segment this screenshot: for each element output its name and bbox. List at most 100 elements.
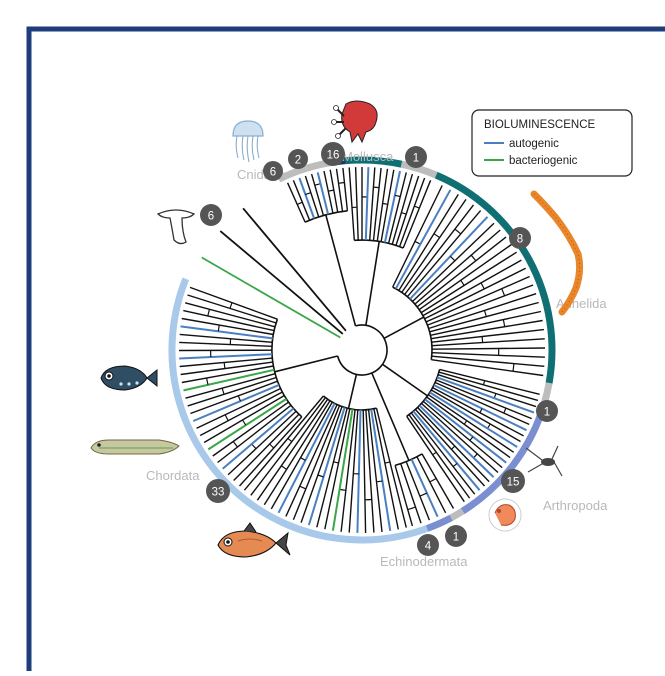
leaf-branch (301, 407, 342, 523)
leaf-branch (325, 409, 350, 529)
leaf-branch (179, 342, 272, 346)
badge-mollusca: 16 (321, 142, 345, 166)
legend-label-bacteriogenic: bacteriogenic (509, 155, 578, 167)
node-arc (485, 310, 487, 316)
leaf-branch (318, 172, 328, 214)
badge-ctenophore: 6 (200, 204, 222, 226)
shrimp-icon (489, 499, 521, 531)
node-arc (461, 280, 464, 285)
phylogenetic-tree (179, 167, 545, 533)
node-arc (318, 475, 324, 477)
node-arc (339, 183, 345, 184)
badge-chordata: 33 (206, 479, 230, 503)
node-arc (305, 193, 311, 195)
leaf-branch (179, 354, 272, 358)
leaf-branch (377, 169, 387, 241)
clade-label-arthropoda: Arthropoda (543, 498, 608, 513)
leaf-branch (337, 169, 343, 212)
leaf-branch (396, 176, 419, 245)
node-arc (471, 255, 476, 261)
node-arc (243, 420, 246, 425)
arc-echinodermata (427, 518, 451, 529)
leaf-branch (343, 168, 348, 211)
node-arc (433, 452, 437, 455)
node-arc (408, 507, 416, 510)
badge-echinodermata: 4 (417, 534, 439, 556)
node-arc (270, 444, 274, 448)
stem-branch (384, 317, 424, 338)
badge-top-gray: 1 (405, 146, 427, 168)
basal-branch (220, 231, 342, 334)
badge-ctenophore-count: 6 (208, 211, 214, 223)
node-arc (334, 462, 339, 463)
node-arc (480, 409, 482, 413)
stem-branch (383, 364, 428, 396)
node-arc (383, 204, 388, 205)
badge-arthropoda-count: 15 (507, 477, 520, 489)
leaf-branch (432, 356, 545, 366)
leaf-branch (430, 303, 539, 332)
badge-small-dark: 2 (288, 149, 308, 169)
node-arc (502, 289, 505, 296)
leaf-branch (188, 295, 277, 323)
badge-bottom-gray: 1 (445, 525, 467, 547)
leaf-branch (312, 174, 324, 215)
badge-annelida-count: 8 (517, 234, 523, 246)
leaf-branch (429, 294, 536, 329)
node-arc (225, 415, 228, 421)
leaf-branch (180, 358, 273, 366)
leaf-branch (420, 406, 494, 478)
leaf-branch (436, 380, 532, 419)
badge-small-dark-count: 2 (295, 155, 301, 167)
lanternfish-icon (101, 366, 157, 390)
stem-branch (366, 241, 379, 325)
node-arc (288, 438, 292, 441)
node-arc (453, 463, 457, 466)
node-arc (451, 446, 454, 449)
leaf-branch (356, 167, 359, 240)
clade-label-echinodermata: Echinodermata (380, 554, 468, 569)
node-arc (218, 325, 219, 331)
badge-arthropoda: 15 (501, 469, 525, 493)
badge-cnidaria-count: 6 (270, 167, 276, 179)
leaf-branch (432, 353, 545, 358)
node-arc (230, 303, 232, 309)
node-arc (222, 388, 224, 394)
badge-right-gray: 1 (536, 400, 558, 422)
leaf-branch (363, 410, 365, 533)
badge-echinodermata-count: 4 (425, 541, 432, 553)
node-arc (233, 442, 237, 448)
leaf-branch (366, 410, 374, 533)
leaf-branch (400, 178, 425, 247)
node-arc (430, 479, 436, 482)
node-arc (297, 202, 302, 204)
node-arc (395, 195, 400, 196)
clade-label-mollusca: Mollusca (342, 149, 394, 164)
node-arc (434, 234, 440, 238)
leaf-branch (432, 348, 545, 349)
node-arc (481, 283, 484, 289)
octopus-icon (332, 101, 378, 142)
arc-right-gray (545, 383, 550, 402)
badge-annelida: 8 (509, 227, 531, 249)
node-arc (281, 466, 286, 470)
node-arc (450, 256, 455, 261)
stem-branch (349, 374, 357, 408)
node-arc (420, 493, 427, 496)
node-arc (401, 213, 406, 214)
leaf-branch (349, 167, 354, 240)
node-arc (385, 462, 390, 463)
legend: BIOLUMINESCENCE autogenic bacteriogenic (472, 110, 632, 176)
copepod-icon (526, 446, 562, 476)
legend-label-autogenic: autogenic (509, 138, 559, 150)
node-arc (238, 396, 240, 401)
comb-jelly-icon (158, 210, 194, 244)
leaf-branch (357, 410, 360, 533)
node-arc (301, 458, 306, 461)
node-arc (455, 229, 461, 234)
badge-chordata-count: 33 (212, 487, 225, 499)
leaf-branch (418, 408, 490, 482)
leaf-branch (366, 167, 369, 240)
